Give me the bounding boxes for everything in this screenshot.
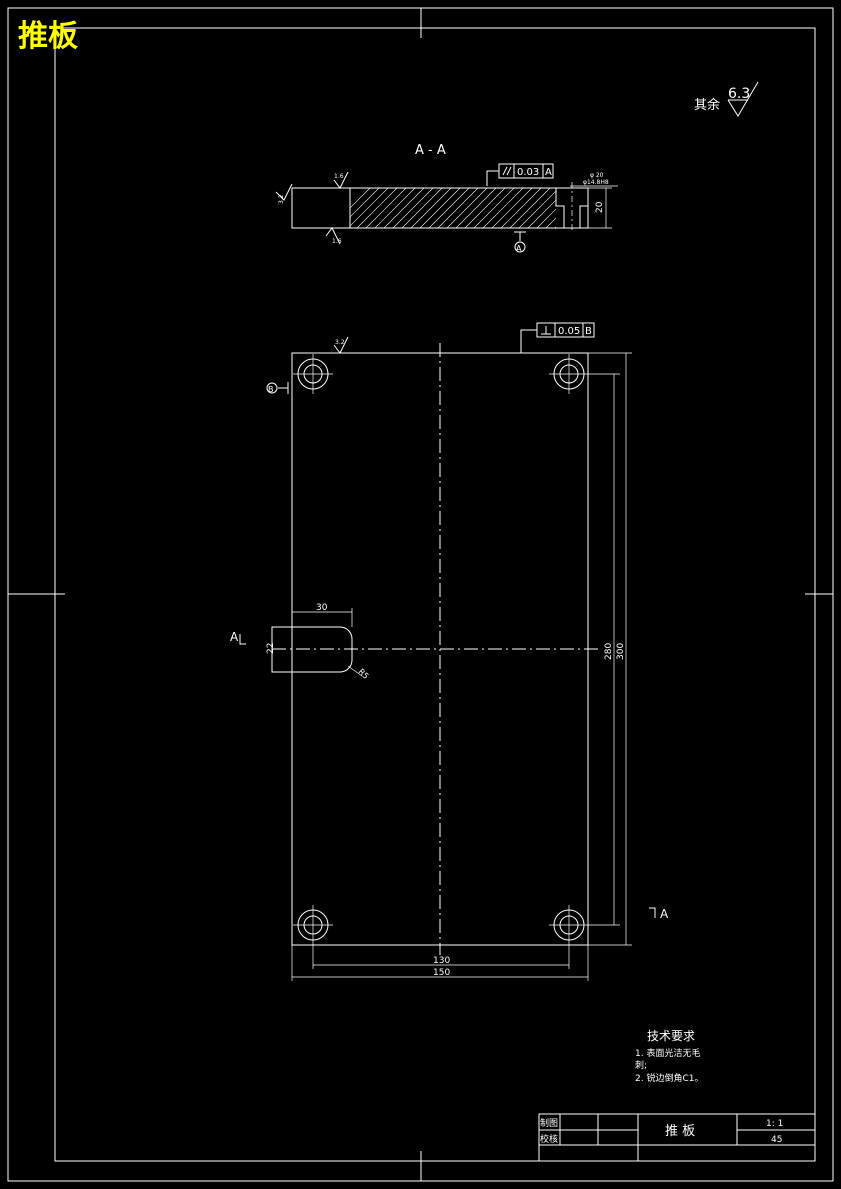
svg-text:22: 22 [266, 643, 276, 654]
roughness-note: 其余 6.3 [694, 81, 759, 117]
hatch-line [350, 188, 389, 227]
svg-text:B: B [268, 385, 274, 394]
hatch-line [473, 188, 515, 228]
hatch-line [509, 188, 551, 228]
datum-a-symbol: A [514, 231, 526, 253]
section-label: A - A [415, 143, 446, 158]
slot-outline [271, 626, 353, 673]
datum-b-symbol: B [266, 382, 289, 394]
hatch-line [437, 188, 479, 228]
svg-text:0.03: 0.03 [517, 167, 539, 178]
svg-text:A: A [545, 167, 552, 178]
hatch-line [482, 188, 524, 228]
svg-text:φ 20: φ 20 [590, 172, 604, 179]
hatch-line [500, 188, 542, 228]
svg-text:6.3: 6.3 [728, 86, 750, 102]
svg-text:0.05: 0.05 [558, 326, 580, 337]
section-marker-left: A [230, 630, 239, 644]
section-view: A - A 20 φ 20 φ14.8H8 0.03 A [275, 143, 618, 253]
svg-text:1.6: 1.6 [334, 173, 344, 180]
svg-text:280: 280 [604, 643, 614, 660]
section-marker-right: A [660, 907, 669, 921]
svg-text:φ14.8H8: φ14.8H8 [583, 179, 609, 186]
inner-border [54, 27, 816, 1162]
section-hatch [350, 188, 613, 228]
hatch-line [518, 190, 556, 228]
hatch-line [446, 188, 488, 228]
parallelism-frame: 0.03 A [486, 163, 554, 186]
svg-text:校核: 校核 [540, 1133, 558, 1145]
corner-holes [293, 354, 589, 945]
svg-text:B: B [585, 326, 592, 337]
hatch-line [545, 217, 556, 228]
svg-text:130: 130 [433, 956, 450, 966]
hatch-line [410, 188, 452, 228]
hatch-line [392, 188, 434, 228]
hatch-line [428, 188, 470, 228]
svg-text:1.6: 1.6 [332, 238, 342, 245]
svg-text:3.2: 3.2 [335, 339, 345, 346]
hatch-line [365, 188, 407, 228]
svg-text:技术要求: 技术要求 [647, 1029, 695, 1043]
hatch-line [356, 188, 398, 228]
svg-text:3.2: 3.2 [278, 194, 285, 204]
svg-text:推 板: 推 板 [665, 1124, 695, 1139]
svg-text:A: A [516, 244, 522, 253]
svg-text:20: 20 [595, 201, 605, 213]
svg-text:2. 锐边倒角C1。: 2. 锐边倒角C1。 [635, 1072, 703, 1084]
svg-text:1. 表面光洁无毛: 1. 表面光洁无毛 [635, 1047, 700, 1059]
hatch-line [350, 188, 380, 218]
title-block: 制图 校核 推 板 1: 1 45 [538, 1113, 816, 1162]
tech-requirements: 技术要求 1. 表面光洁无毛 刺; 2. 锐边倒角C1。 [635, 1029, 703, 1084]
hatch-line [383, 188, 425, 228]
svg-text:45: 45 [771, 1135, 782, 1145]
hatch-line [374, 188, 416, 228]
outer-border [7, 7, 834, 1182]
svg-text:刺;: 刺; [635, 1060, 647, 1071]
hatch-line [401, 188, 443, 228]
hatch-line [464, 188, 506, 228]
svg-text:150: 150 [433, 968, 450, 978]
hatch-line [419, 188, 461, 228]
perpendicularity-frame: 0.05 B [520, 322, 595, 353]
drawing-title: 推板 [18, 19, 78, 54]
hatch-line [554, 226, 556, 228]
hatch-line [491, 188, 533, 228]
svg-text:R5: R5 [357, 667, 371, 681]
plan-view: 30 22 R5 A A 130 150 280 300 [230, 322, 669, 981]
hatch-line [527, 199, 556, 228]
hatch-line [350, 188, 371, 209]
hatch-line [573, 188, 613, 228]
centering-marks [8, 8, 833, 1181]
svg-text:30: 30 [316, 603, 328, 613]
svg-text:1: 1: 1: 1 [766, 1119, 783, 1129]
hatch-line [536, 208, 556, 228]
svg-text:其余: 其余 [694, 97, 720, 113]
svg-text:300: 300 [616, 643, 626, 660]
svg-text:制图: 制图 [540, 1117, 558, 1129]
hatch-line [455, 188, 497, 228]
